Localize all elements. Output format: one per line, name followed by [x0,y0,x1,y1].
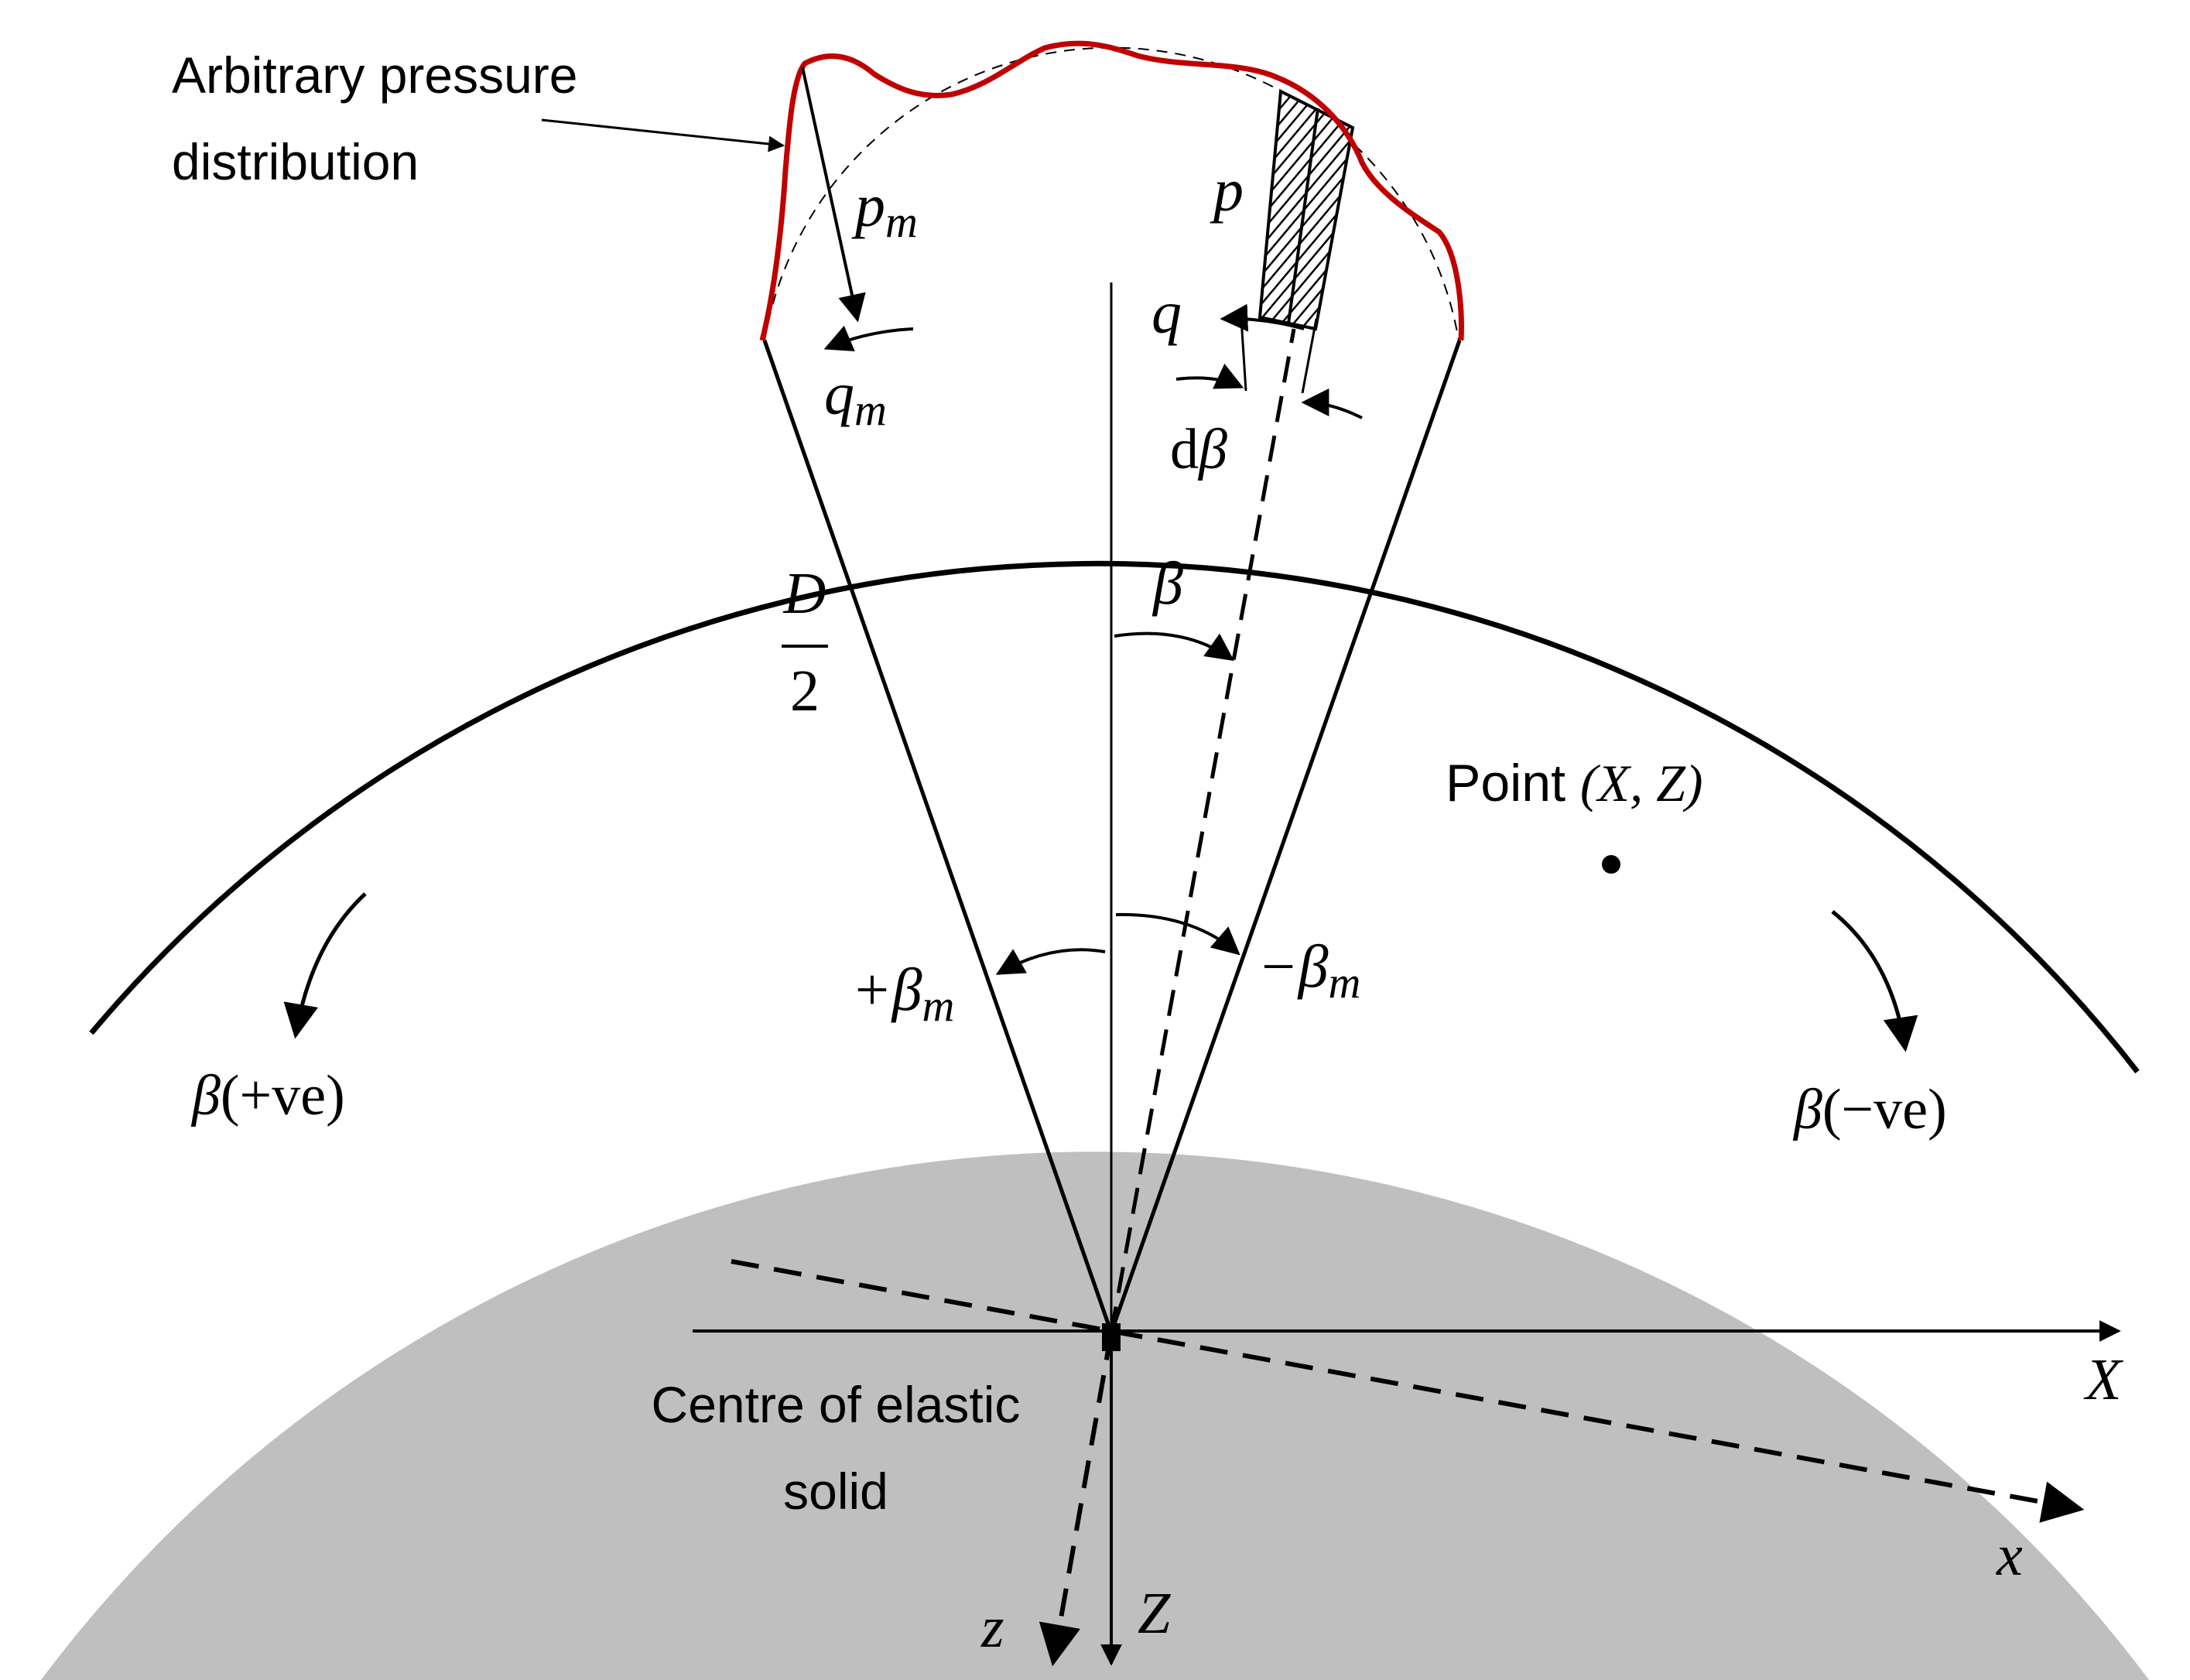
dbeta-left-arrow [1175,363,1244,389]
minus-beta-m-arc [1115,912,1240,956]
p-label: p [1210,156,1244,224]
beta-positive-direction-arrow [283,892,367,1039]
radius-numerator: D [783,561,826,626]
beta-dashed-line [1109,328,1296,1333]
solid-surface-arc [89,560,2140,1074]
axis-Z-label: Z [1138,1581,1171,1646]
beta-negative-label: β(−ve) [1792,1078,1947,1141]
pm-subscript: m [885,197,918,247]
qm-label: qm [824,360,887,435]
pm-label: pm [851,172,918,247]
radius-denominator: 2 [790,659,820,724]
axis-z-rotated-line [1039,1332,1114,1667]
axis-x-label: x [1996,1523,2023,1588]
axis-x-rotated-line [731,1259,2085,1523]
axis-z-label: z [980,1595,1004,1660]
dbeta-label: dβ [1170,418,1227,481]
radius-right-line [1109,340,1462,1333]
dbeta-left-tick [1240,318,1247,392]
beta-label: β [1151,549,1183,617]
minus-beta-m-subscript: m [1328,957,1360,1008]
beta-negative-direction-arrow [1831,910,1918,1052]
plus-beta-m-arc [995,948,1106,975]
beta-angle-arc [1114,631,1234,662]
dbeta-right-arrow [1301,388,1363,419]
q-shear-arrow [1220,303,1305,332]
elastic-solid-body [41,1151,2149,1680]
hatched-strip-divider [1287,108,1319,324]
radius-left-line [762,340,1114,1333]
qm-subscript: m [854,385,887,435]
pressure-label-leader [541,118,785,152]
plus-beta-m-subscript: m [922,980,954,1031]
centre-marker [1102,1323,1121,1351]
minus-beta-m-label: −βm [1258,932,1360,1008]
pressure-distribution-curve [759,40,1464,341]
dbeta-right-tick [1301,318,1318,394]
pressure-label-line2: distribution [172,133,419,190]
q-label: q [1151,279,1182,346]
point-xz-label: Point (X, Z) [1446,754,1703,813]
centre-label-line1: Centre of elastic [652,1376,1021,1433]
beta-positive-label: β(+ve) [190,1064,345,1127]
axis-X-label: X [2083,1347,2123,1412]
qm-shear-arrow [823,325,914,351]
plus-beta-m-label: +βm [851,956,954,1031]
pressure-label-line1: Arbitrary pressure [172,46,578,104]
pm-pressure-arrow [801,67,866,323]
centre-label-line2: solid [783,1463,888,1520]
point-xz-marker [1602,855,1620,874]
